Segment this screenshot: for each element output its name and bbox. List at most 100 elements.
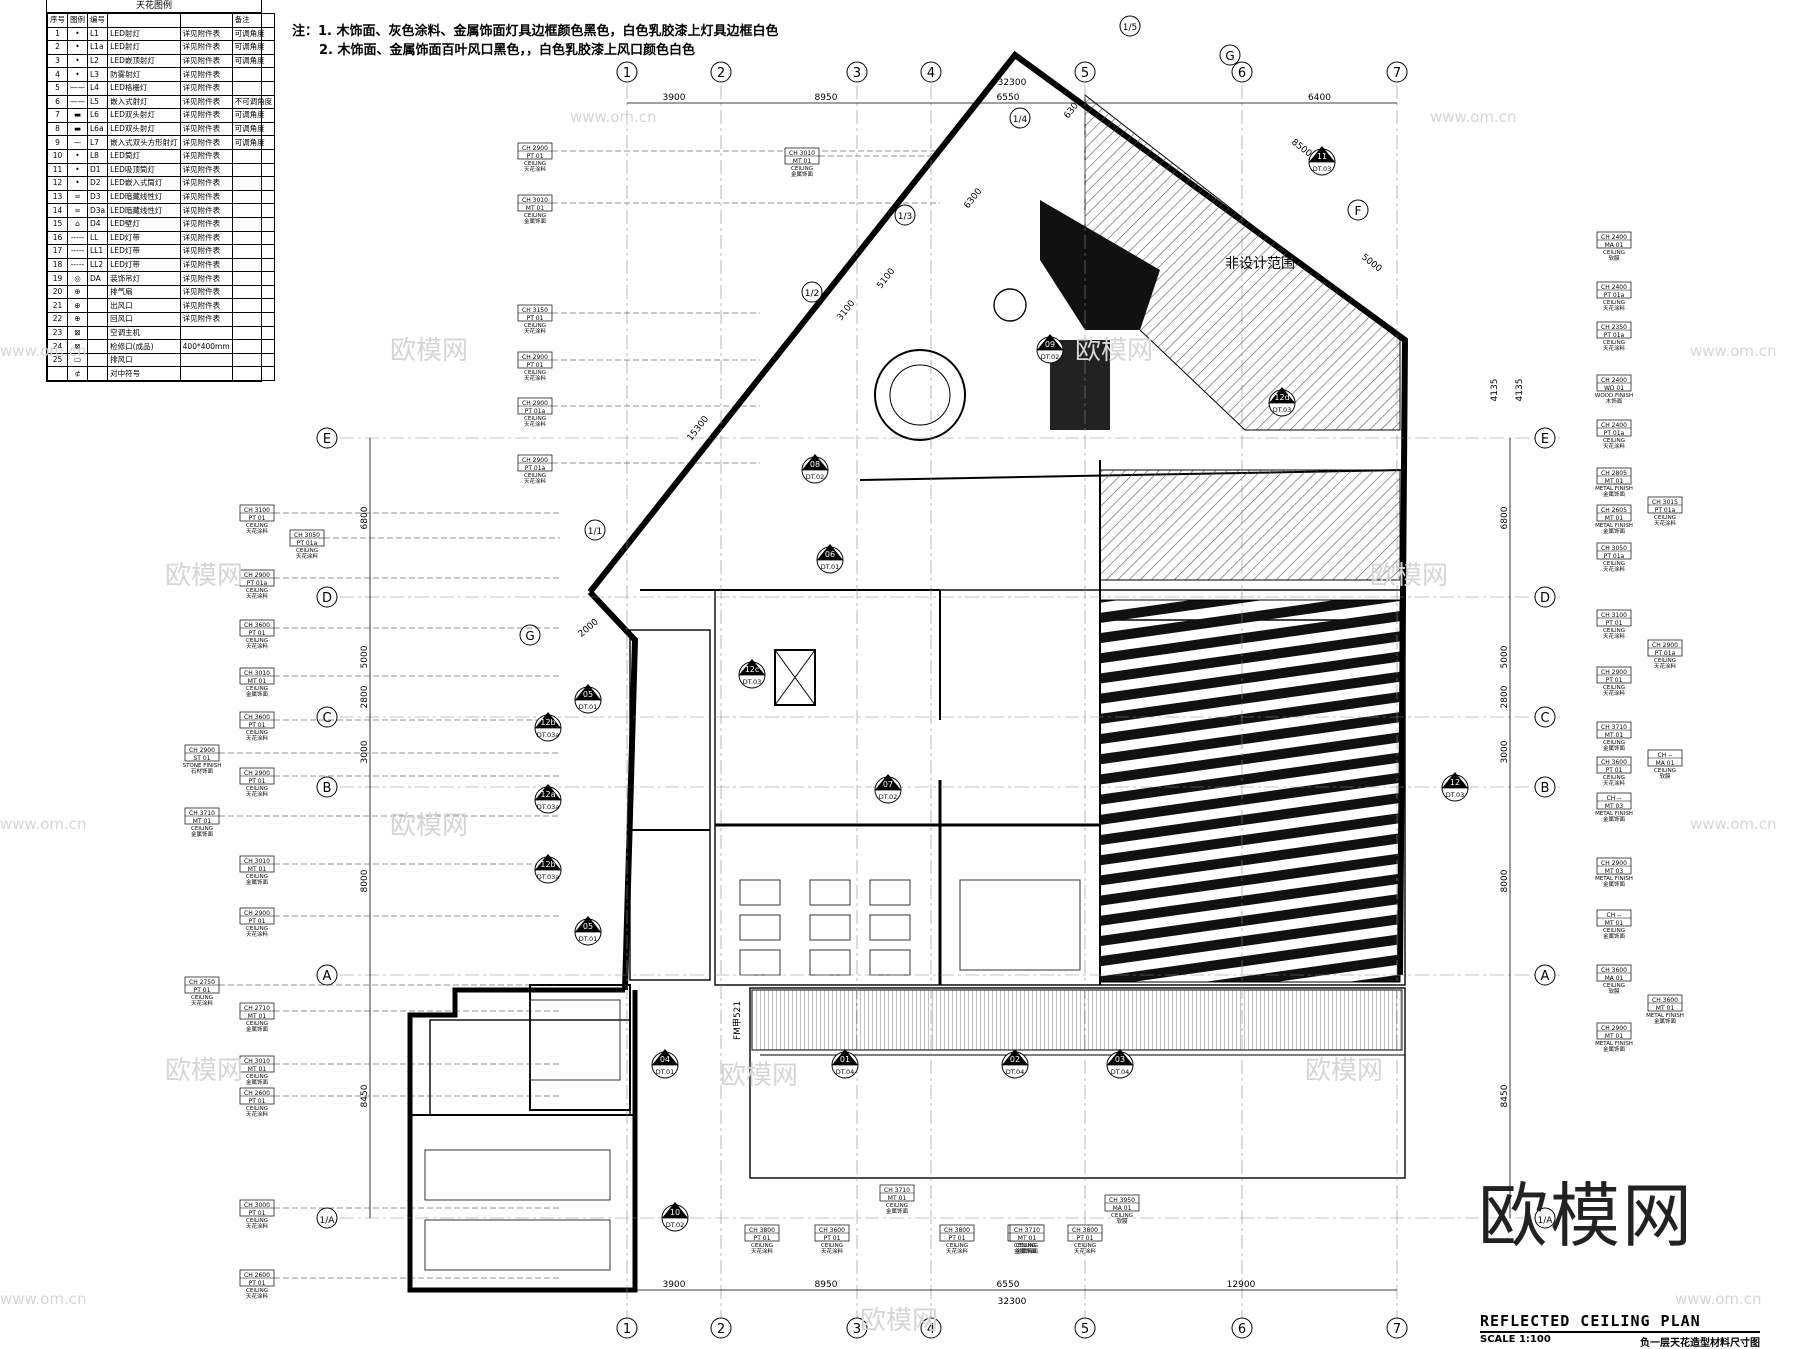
- material-tag-type: CEILING: [1603, 250, 1625, 256]
- grid-bubble: [846, 1317, 868, 1339]
- material-tag-finish: 软膜: [1608, 987, 1620, 995]
- section-marker-ref: DT.03: [1273, 406, 1292, 414]
- legend-cell-code: D2: [86, 176, 109, 191]
- section-marker-number: 04: [660, 1055, 670, 1064]
- left-dimension: 3000: [360, 740, 370, 763]
- material-tag-code: PT 01: [949, 1235, 966, 1242]
- left-dimension: 5000: [360, 645, 370, 668]
- section-marker-arrow: [1269, 387, 1295, 403]
- material-tag-code: PT 01: [527, 315, 544, 322]
- legend-cell-sym: •: [67, 40, 88, 55]
- material-tag-height: CH 2900: [522, 457, 548, 464]
- legend-cell-code: D4: [86, 216, 109, 232]
- legend-cell-n: 19: [47, 271, 68, 286]
- grid-diagonal-label: 1/1: [588, 527, 602, 537]
- material-tag-type: CEILING: [524, 473, 546, 479]
- material-tag-height: CH 3050: [1601, 545, 1627, 552]
- legend-cell-n: 1: [47, 26, 68, 42]
- legend-cell-sym: •: [67, 53, 88, 69]
- material-tag-finish: 金属饰面: [246, 1078, 269, 1086]
- grid-bubble: [1074, 1317, 1096, 1339]
- material-tag-height: CH 2600: [244, 1272, 270, 1279]
- grid-bubble: [1347, 199, 1369, 221]
- section-marker-number: 08: [810, 460, 820, 469]
- grid-bubble: [920, 1317, 942, 1339]
- legend-cell-code: L2: [86, 53, 109, 69]
- legend-cell-spec: 详见附件表: [179, 53, 233, 69]
- right-dimension: 3000: [1500, 740, 1510, 763]
- material-tag-finish: 金属饰面: [1016, 1247, 1039, 1255]
- grid-column-label: 5: [1081, 1322, 1089, 1337]
- legend-row: 23⊠空调主机: [47, 325, 276, 341]
- grid-bubble: [846, 61, 868, 83]
- section-marker-number: 12: [1450, 778, 1460, 787]
- right-dimension: 5000: [1500, 645, 1510, 668]
- legend-cell-note: 可调角度: [231, 26, 276, 42]
- grid-row-label: 1/A: [320, 1216, 336, 1226]
- legend-cell-note: [231, 352, 276, 368]
- diagonal-dimension: 2000: [577, 617, 601, 640]
- material-tag-finish: 金属饰面: [246, 1025, 269, 1033]
- legend-cell-code: D1: [86, 162, 109, 178]
- watermark-url: www.om.cn: [570, 108, 657, 126]
- material-tag-type: CEILING: [751, 1243, 773, 1249]
- legend-cell-sym: •: [67, 162, 88, 178]
- material-tag-type: METAL FINISH: [1646, 1013, 1684, 1019]
- material-tag-code: PT 01: [1606, 620, 1623, 627]
- legend-cell-sym: ⊕: [67, 298, 88, 314]
- legend-cell-n: 13: [47, 189, 68, 205]
- legend-cell-desc: 空调主机: [107, 325, 181, 341]
- material-tag-height: CH 2900: [522, 400, 548, 407]
- legend-cell-sym: ═: [67, 203, 88, 218]
- legend-cell-sym: ⊠: [67, 325, 88, 341]
- legend-cell-n: 8: [47, 121, 68, 137]
- material-tag-height: CH 3150: [522, 307, 548, 314]
- material-tag-type: CEILING: [946, 1243, 968, 1249]
- material-tag-type: CEILING: [1014, 1243, 1036, 1249]
- drawing-notes: 注：1. 木饰面、灰色涂料、金属饰面灯具边框颜色黑色，白色乳胶漆上灯具边框白色 …: [292, 22, 779, 60]
- legend-cell-n: 5: [47, 80, 68, 96]
- section-marker-number: 02: [1010, 1055, 1020, 1064]
- legend-cell-sym: ⊕: [67, 284, 88, 300]
- section-marker-number: 05: [583, 690, 593, 699]
- material-tag-height: CH 3950: [1109, 1197, 1135, 1204]
- material-tag-code: MT 01: [1605, 515, 1624, 522]
- material-tag-code: PT 01a: [297, 540, 318, 547]
- legend-cell-n: 14: [47, 203, 68, 218]
- legend-cell-desc: LED灯带: [107, 257, 181, 273]
- grid-row-label: A: [323, 969, 332, 984]
- material-tag-finish: 天花涂料: [246, 1292, 269, 1300]
- legend-cell-code: [86, 325, 109, 341]
- legend-cell-note: [231, 176, 276, 191]
- grid-bubble: [1219, 44, 1241, 66]
- legend-cell-spec: 详见附件表: [179, 189, 233, 205]
- material-tag-finish: 天花涂料: [246, 1222, 269, 1230]
- section-marker-arrow: [739, 659, 765, 675]
- legend-cell-spec: 详见附件表: [179, 312, 233, 327]
- material-tag-type: CEILING: [524, 416, 546, 422]
- material-tag-finish: 金属饰面: [1014, 1247, 1037, 1255]
- legend-cell-note: [231, 80, 276, 96]
- legend-cell-sym: ◎: [67, 271, 88, 286]
- legend-cell-code: DA: [86, 271, 109, 286]
- finish-zones: [751, 93, 1403, 1051]
- material-tag-finish: 石材饰面: [191, 767, 214, 775]
- material-tag-code: MT 01: [248, 1066, 267, 1073]
- grid-row-label: A: [1541, 969, 1550, 984]
- material-tag-height: CH 3010: [244, 670, 270, 677]
- section-marker-ref: DT.03: [743, 678, 762, 686]
- legend-cell-sym: -----: [67, 244, 88, 259]
